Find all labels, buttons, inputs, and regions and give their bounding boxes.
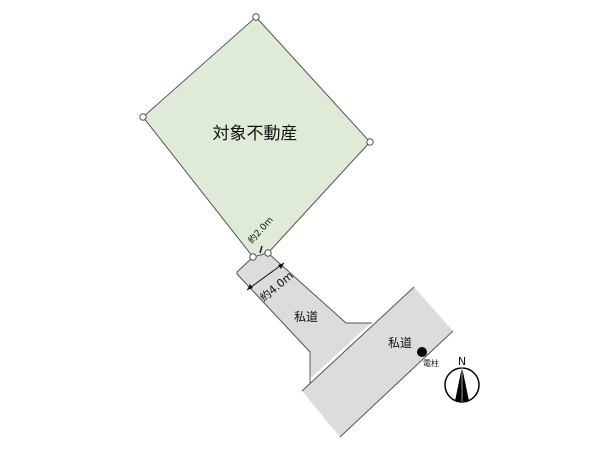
property-label: 対象不動産 (213, 124, 298, 144)
lane-left-edge (236, 256, 311, 384)
private-road-area (302, 287, 453, 437)
road-top-edge (301, 286, 415, 392)
lane-right-edge (267, 252, 372, 324)
access-lane-area (237, 253, 371, 378)
road-label: 私道 (388, 336, 412, 350)
utility-pole-label: 電柱 (423, 358, 439, 368)
compass-north-label: N (458, 355, 466, 368)
lane-width-dimension (246, 262, 285, 291)
property-parcel (142, 16, 371, 258)
frontage-tick (259, 245, 263, 254)
lane-label: 私道 (294, 310, 318, 324)
parcel-vertex-markers (139, 13, 374, 261)
road-bottom-edge (339, 330, 454, 438)
north-compass-icon (444, 367, 480, 403)
utility-pole-marker (417, 347, 427, 357)
